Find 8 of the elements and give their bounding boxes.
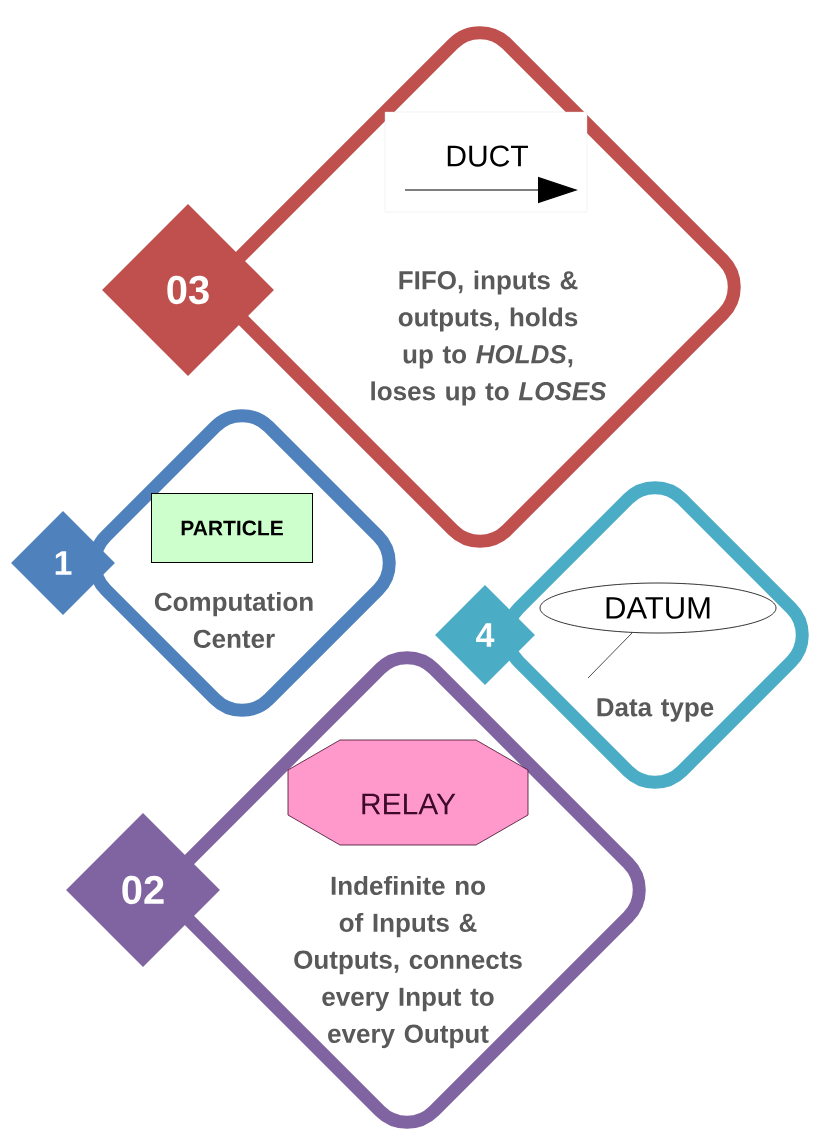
particle-box: PARTICLE <box>151 493 313 563</box>
octagon: RELAY <box>287 739 529 846</box>
number-badge: 03 <box>102 204 274 376</box>
number-badge: 4 <box>435 585 535 685</box>
number-badge: 02 <box>66 813 220 967</box>
duct-box: DUCT <box>384 111 588 213</box>
speech-bubble: DATUM <box>539 582 777 679</box>
number-badge: 1 <box>11 511 115 615</box>
